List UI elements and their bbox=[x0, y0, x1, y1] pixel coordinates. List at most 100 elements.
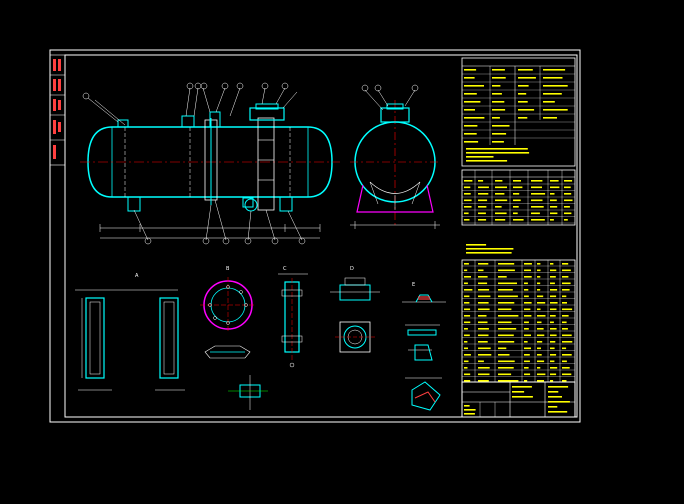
text-stroke bbox=[492, 133, 507, 135]
detail-manhole: D bbox=[330, 266, 380, 353]
text-stroke bbox=[537, 328, 544, 330]
text-stroke bbox=[518, 93, 527, 95]
text-stroke bbox=[550, 360, 555, 363]
text-stroke bbox=[464, 269, 468, 272]
text-stroke bbox=[562, 295, 567, 298]
text-stroke bbox=[550, 321, 554, 324]
text-stroke bbox=[498, 360, 515, 363]
text-stroke bbox=[564, 180, 573, 182]
text-stroke bbox=[524, 380, 528, 382]
text-stroke bbox=[562, 328, 568, 330]
text-stroke bbox=[524, 328, 529, 330]
text-stroke bbox=[464, 289, 473, 291]
text-stroke bbox=[464, 409, 476, 411]
vessel-balloons bbox=[82, 82, 306, 245]
text-stroke bbox=[498, 282, 517, 285]
text-stroke bbox=[564, 219, 568, 221]
text-stroke bbox=[548, 396, 562, 398]
text-stroke bbox=[498, 302, 515, 304]
text-stroke bbox=[543, 69, 566, 71]
parts-table bbox=[461, 259, 576, 383]
text-stroke bbox=[562, 302, 567, 304]
text-stroke bbox=[537, 289, 541, 291]
title-block bbox=[461, 381, 576, 418]
text-stroke bbox=[464, 308, 471, 311]
text-stroke bbox=[537, 321, 542, 324]
text-stroke bbox=[492, 125, 510, 127]
text-stroke bbox=[495, 206, 502, 208]
text-stroke bbox=[492, 69, 505, 71]
text-stroke bbox=[550, 269, 557, 272]
text-stroke bbox=[464, 373, 471, 376]
text-stroke bbox=[498, 269, 515, 272]
text-stroke bbox=[550, 282, 555, 285]
text-stroke bbox=[478, 199, 488, 202]
text-stroke bbox=[550, 276, 556, 278]
inner-frame bbox=[64, 54, 578, 418]
text-stroke bbox=[464, 321, 471, 324]
text-stroke bbox=[537, 341, 543, 343]
text-stroke bbox=[492, 77, 506, 79]
text-stroke bbox=[513, 193, 520, 195]
text-stroke bbox=[518, 117, 528, 119]
text-stroke bbox=[524, 315, 532, 317]
text-stroke bbox=[478, 263, 489, 265]
text-stroke bbox=[562, 347, 567, 350]
text-stroke bbox=[537, 360, 545, 363]
text-stroke bbox=[524, 308, 531, 311]
text-stroke bbox=[512, 386, 532, 388]
text-stroke bbox=[550, 193, 555, 195]
text-stroke bbox=[550, 302, 558, 304]
text-stroke bbox=[550, 263, 554, 265]
detail-nozzle-section: C bbox=[278, 266, 308, 368]
text-stroke bbox=[464, 69, 477, 71]
text-stroke bbox=[495, 199, 508, 202]
detail-label-e: E bbox=[412, 282, 415, 288]
text-stroke bbox=[498, 321, 512, 324]
text-stroke bbox=[518, 85, 529, 87]
text-stroke bbox=[524, 295, 529, 298]
text-stroke bbox=[464, 93, 477, 95]
text-stroke bbox=[562, 276, 569, 278]
vessel-callouts bbox=[87, 87, 303, 241]
detail-label-a: A bbox=[135, 273, 139, 279]
text-stroke bbox=[464, 354, 471, 356]
text-stroke bbox=[564, 212, 572, 215]
text-stroke bbox=[548, 391, 559, 393]
text-stroke bbox=[498, 373, 512, 376]
table-rows bbox=[462, 73, 575, 377]
text-stroke bbox=[537, 308, 541, 311]
text-stroke bbox=[524, 354, 530, 356]
text-stroke bbox=[464, 276, 471, 278]
text-stroke bbox=[524, 373, 531, 376]
text-stroke bbox=[478, 347, 491, 350]
text-stroke bbox=[492, 117, 500, 119]
text-stroke bbox=[518, 109, 535, 111]
text-stroke bbox=[464, 141, 479, 143]
text-stroke bbox=[464, 77, 475, 79]
text-stroke bbox=[464, 341, 468, 343]
text-stroke bbox=[531, 186, 542, 189]
text-stroke bbox=[537, 347, 541, 350]
text-stroke bbox=[464, 334, 470, 337]
text-stroke bbox=[513, 206, 519, 208]
text-stroke bbox=[495, 193, 505, 195]
text-stroke bbox=[498, 341, 515, 343]
text-stroke bbox=[537, 295, 544, 298]
text-stroke bbox=[464, 413, 475, 415]
text-stroke bbox=[478, 302, 489, 304]
text-stroke bbox=[464, 193, 471, 195]
text-stroke bbox=[537, 282, 541, 285]
text-stroke bbox=[464, 315, 471, 317]
text-stroke bbox=[478, 276, 488, 278]
text-stroke bbox=[562, 334, 572, 337]
text-stroke bbox=[464, 282, 468, 285]
text-stroke bbox=[478, 269, 484, 272]
text-stroke bbox=[524, 263, 532, 265]
text-stroke bbox=[464, 405, 470, 407]
text-stroke bbox=[531, 219, 545, 221]
text-stroke bbox=[498, 289, 513, 291]
text-stroke bbox=[543, 77, 563, 79]
text-stroke bbox=[464, 380, 471, 382]
